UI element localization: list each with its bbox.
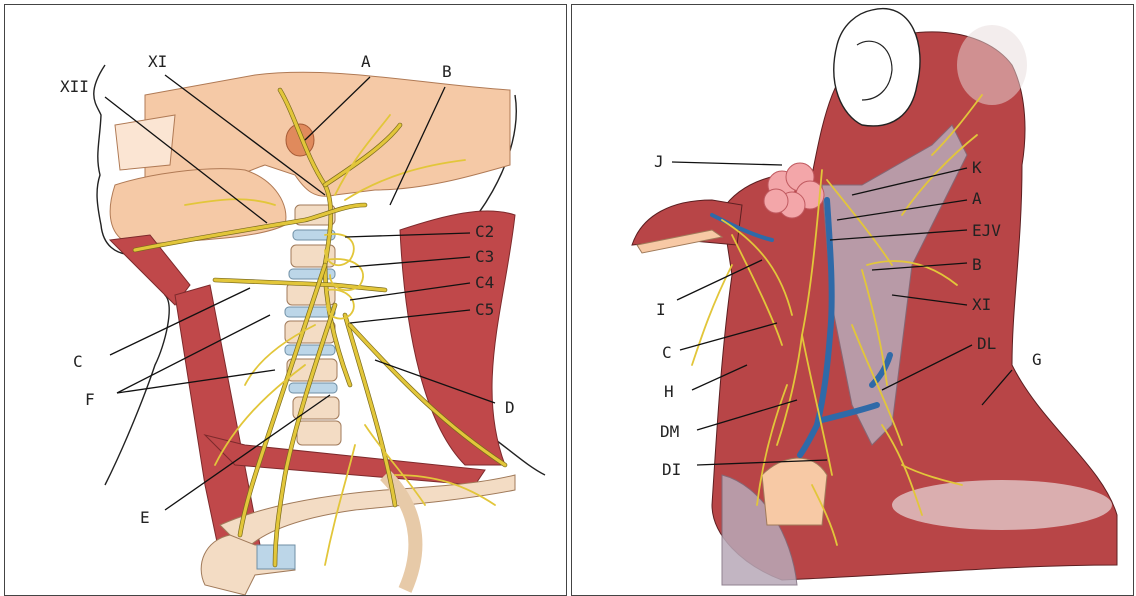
cervical-plexus-lateral-illustration: XI XII A B C2 C3 C4 C5 C F D E	[5, 5, 566, 595]
label-xi: XI	[972, 295, 991, 314]
label-c5: C5	[475, 300, 494, 319]
label-xi: XI	[148, 52, 167, 71]
label-a: A	[972, 189, 982, 208]
skin-pad	[762, 458, 827, 525]
dissected-neck-illustration: J K A EJV B XI I C DL G H DM DI	[572, 5, 1133, 595]
skin-highlight-1	[892, 480, 1112, 530]
label-a: A	[361, 52, 371, 71]
label-b: B	[442, 62, 452, 81]
label-j: J	[654, 152, 664, 171]
label-c2: C2	[475, 222, 494, 241]
label-dm: DM	[660, 422, 679, 441]
label-c4: C4	[475, 273, 494, 292]
label-g: G	[1032, 350, 1042, 369]
label-c: C	[662, 343, 672, 362]
mandible-bone	[110, 169, 286, 245]
label-c: C	[73, 352, 83, 371]
skin-highlight-2	[957, 25, 1027, 105]
left-diagram-panel: XI XII A B C2 C3 C4 C5 C F D E	[4, 4, 567, 596]
label-c3: C3	[475, 247, 494, 266]
label-f: F	[85, 390, 95, 409]
label-h: H	[664, 382, 674, 401]
label-dl: DL	[977, 334, 996, 353]
ear	[834, 9, 920, 126]
label-i: I	[656, 300, 666, 319]
label-ejv: EJV	[972, 221, 1001, 240]
right-diagram-panel: J K A EJV B XI I C DL G H DM DI	[571, 4, 1134, 596]
label-d: D	[505, 398, 515, 417]
label-xii: XII	[60, 77, 89, 96]
teeth	[115, 115, 175, 170]
trapezius-muscle	[400, 211, 515, 465]
label-b: B	[972, 255, 982, 274]
label-e: E	[140, 508, 150, 527]
label-di: DI	[662, 460, 681, 479]
label-k: K	[972, 158, 982, 177]
clavicle	[220, 475, 515, 550]
